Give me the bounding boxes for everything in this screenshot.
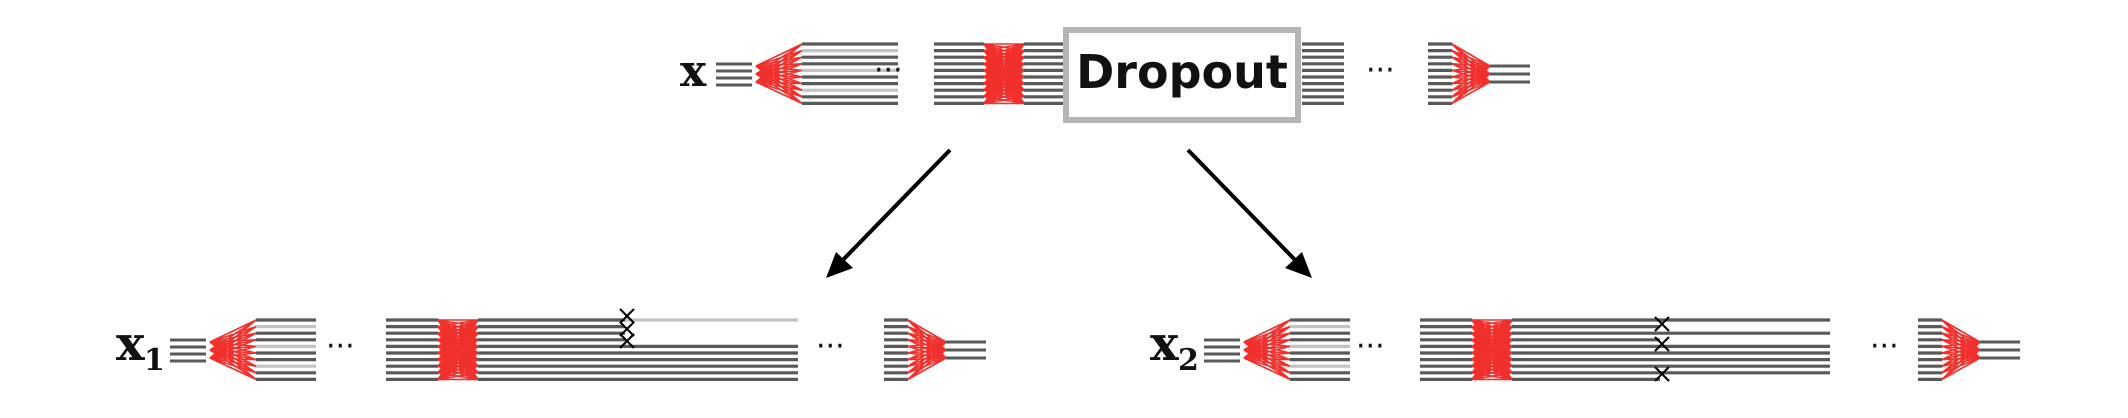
arrow-to-left-branch [826,148,952,278]
left-input-fan-icon [170,318,316,381]
arrow-to-right-branch [1186,148,1312,278]
right-dropped-marks [1654,316,1670,382]
svg-text:x: x [1150,316,1179,372]
svg-text:1: 1 [144,343,165,378]
dropout-box: Dropout [1063,27,1301,123]
right-input-fan-icon [1204,318,1350,381]
input-label: x [680,46,707,97]
right-dropped-lines [1512,318,1830,381]
top-output-fan-icon [1428,42,1530,106]
left-ellipsis-2: ··· [816,329,845,364]
output-label-2: x 2 [1150,316,1199,378]
left-dropped-lines [478,318,798,381]
dropout-label: Dropout [1076,45,1288,99]
top-input-fan-icon [716,42,898,106]
right-middle-fan-icon [1420,318,1513,381]
left-ellipsis-1: ··· [326,329,355,364]
right-ellipsis-1: ··· [1356,329,1385,364]
left-output-fan-icon [884,318,986,381]
top-pre-dropout-lines [1024,42,1066,106]
svg-text:x: x [116,316,145,372]
output-label-1: x 1 [116,316,165,378]
top-ellipsis-2: ··· [1366,53,1395,88]
left-middle-fan-icon [386,318,479,381]
right-ellipsis-2: ··· [1870,329,1899,364]
right-output-fan-icon [1918,318,2020,381]
top-middle-fan-icon [983,43,1025,105]
top-post-dropout-lines [1302,42,1344,106]
top-middle-layer [934,42,984,106]
left-dropped-marks [619,308,635,349]
top-ellipsis-1: ··· [874,53,903,88]
svg-text:2: 2 [1178,343,1199,378]
